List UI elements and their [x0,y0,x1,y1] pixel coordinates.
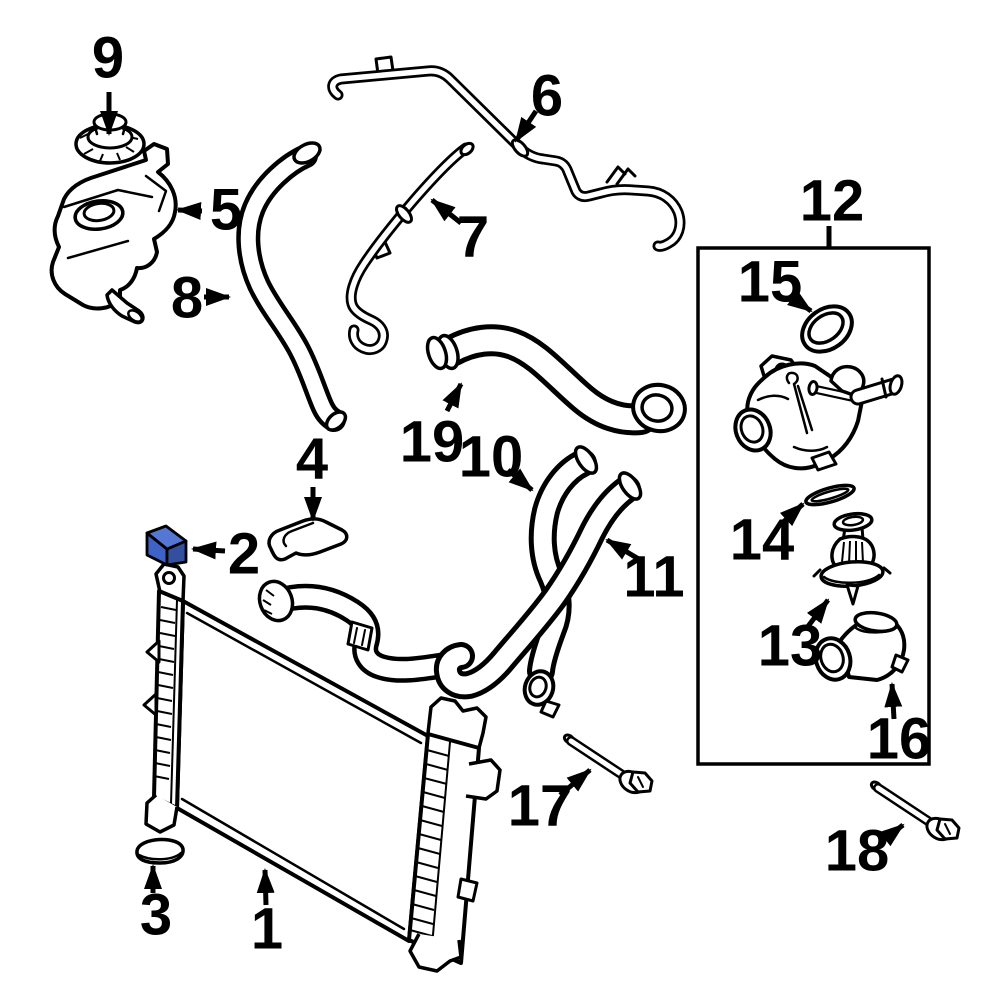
callout-6[interactable]: 6 [513,64,563,143]
callouts: 1 2 3 4 5 6 7 8 [92,26,931,962]
callout-15-label: 15 [738,250,803,315]
callout-8[interactable]: 8 [171,266,231,331]
callout-17[interactable]: 17 [508,768,592,839]
lower-hose-drawing [433,471,643,700]
callout-16-label: 16 [867,707,932,772]
radiator-right-foot [408,933,463,973]
radiator-right-tank [407,732,481,965]
callout-1-label: 1 [251,897,283,962]
radiator-left-foot [144,793,179,834]
radiator-inlet-hose-drawing [257,579,459,683]
mount-bracket-drawing [267,517,349,562]
housing-outlet-pipe [888,374,904,396]
callout-19-label: 19 [400,410,465,475]
housing-seal-drawing [800,304,854,354]
radiator-right-bracket [426,696,488,749]
radiator-outlet-nub [465,758,502,801]
callout-12-label: 12 [800,169,865,234]
callout-10-label: 10 [459,425,524,490]
callout-11-label: 11 [623,545,684,610]
callout-4[interactable]: 4 [296,427,328,522]
thermostat-oring-drawing [804,483,856,507]
bolt-17-drawing [563,733,652,797]
callout-16-arrow [884,682,903,720]
cushion-top-face [145,524,188,551]
callout-6-arrow [513,109,539,143]
callout-11[interactable]: 11 [605,537,685,610]
radiator-core [175,599,430,943]
callout-12[interactable]: 12 [800,169,865,248]
callout-19[interactable]: 19 [400,382,465,475]
cap-scallops [79,133,139,162]
callout-15-arrow [787,290,813,314]
callout-15[interactable]: 15 [738,250,813,315]
radiator-drawing [142,562,502,973]
callout-9-label: 9 [92,26,124,91]
callout-14-arrow [777,502,805,528]
callout-18[interactable]: 18 [825,819,905,884]
heater-hose-drawing [425,324,687,436]
spring-clip [785,371,814,435]
reservoir-hose-drawing [236,141,348,432]
expansion-tank-drawing [49,142,178,325]
upper-hose-drawing [522,445,599,719]
drain-plug-drawing [135,837,185,865]
callout-9[interactable]: 9 [92,26,124,136]
callout-2-arrow [191,541,226,560]
callout-2[interactable]: 2 [191,522,260,587]
callout-14-label: 14 [730,508,795,573]
worm-clamp [346,620,374,652]
callout-4-label: 4 [296,427,328,492]
callout-7[interactable]: 7 [430,198,489,270]
callout-10-arrow [506,468,534,492]
overflow-tube-drawing [327,55,686,252]
thermostat-housing-drawing [733,354,904,472]
callout-3-label: 3 [140,883,172,948]
callout-5-label: 5 [210,178,242,243]
callout-11-arrow [605,537,644,564]
thermostat-drawing [812,511,892,606]
callout-17-label: 17 [508,774,573,839]
callout-2-label: 2 [228,522,260,587]
callout-13-label: 13 [758,614,823,679]
callout-5-arrow [176,201,203,220]
callout-10[interactable]: 10 [459,425,534,492]
left-tank-hatching [153,606,177,780]
vent-tube-drawing [345,141,475,356]
callout-3[interactable]: 3 [140,864,172,948]
hose-clamp [257,579,295,623]
reservoir-cap-drawing [74,112,146,165]
right-tank-hatching [409,749,450,937]
callout-1-arrow [256,868,275,906]
callout-13-arrow [804,598,830,631]
callout-18-label: 18 [825,819,890,884]
callout-14[interactable]: 14 [730,502,805,573]
callout-19-arrow [442,382,464,413]
callout-7-label: 7 [457,205,489,270]
callout-1[interactable]: 1 [251,868,283,962]
connector-elbow-drawing [813,610,910,682]
callout-5[interactable]: 5 [176,178,242,243]
callout-7-arrow [430,198,463,225]
callout-17-arrow [558,768,592,797]
tank-outlet [105,288,145,325]
callout-8-label: 8 [171,266,203,331]
callout-18-arrow [878,823,905,847]
callout-6-label: 6 [531,64,563,129]
callout-13[interactable]: 13 [758,598,830,679]
callout-16[interactable]: 16 [867,682,932,772]
radiator-mount-cushion-highlighted[interactable] [145,524,188,567]
